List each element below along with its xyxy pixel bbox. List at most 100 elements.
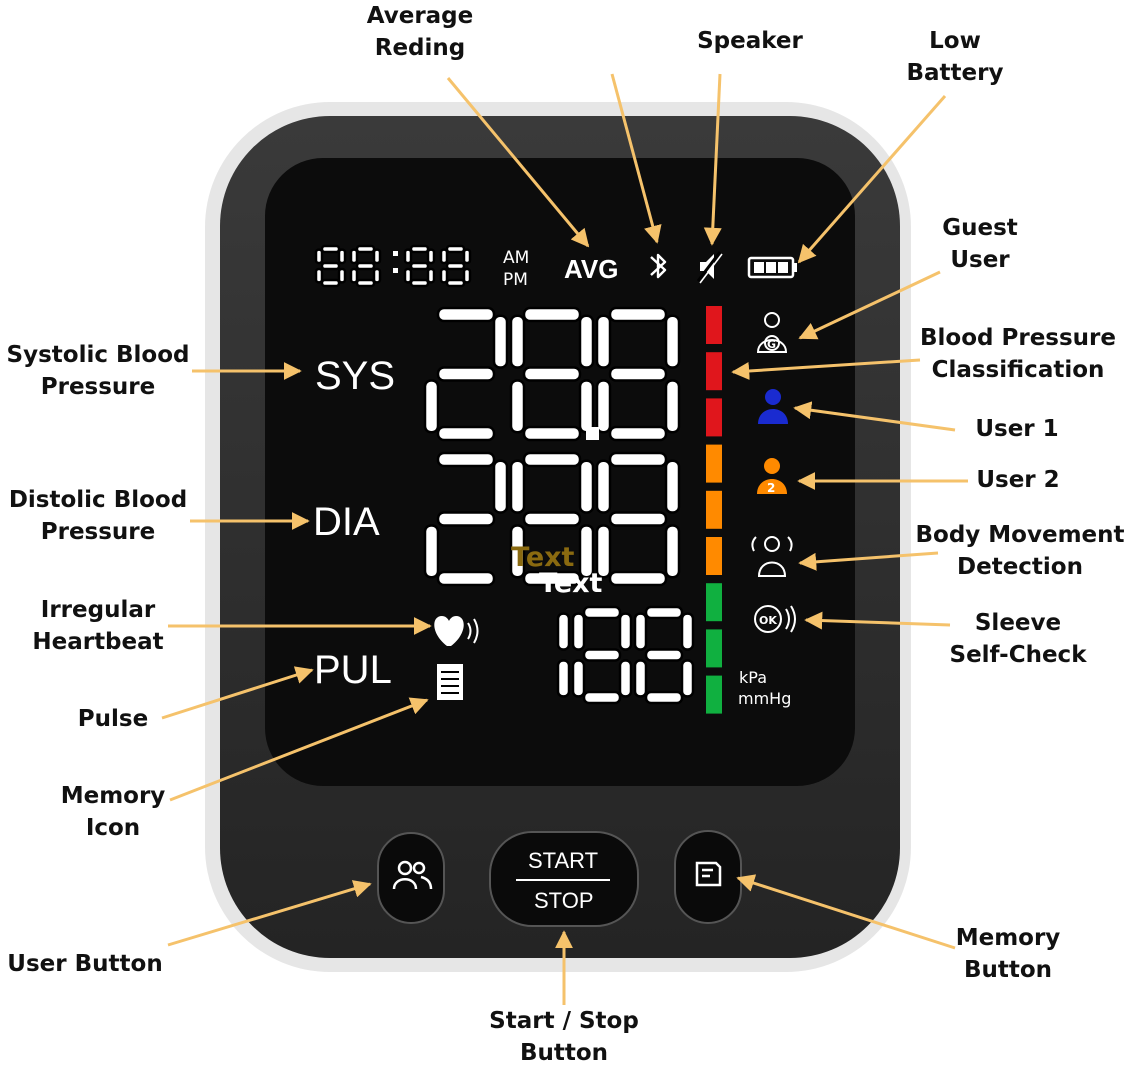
arrow-low-battery: [797, 95, 947, 264]
callout-average-reading-line-1: Average: [366, 3, 474, 29]
classification-segment-5: [706, 490, 722, 529]
segment-b: [664, 314, 681, 369]
heart-icon: [434, 616, 479, 646]
arrow-sleeve-check: [804, 611, 951, 630]
callout-average-reading-line-2: Reding: [374, 35, 466, 61]
am-label: AM: [503, 248, 529, 268]
callout-user-2: User 2: [976, 464, 1059, 496]
avg-label: AVG: [564, 254, 618, 284]
svg-text:2: 2: [767, 481, 775, 495]
segment-a: [320, 244, 341, 254]
arrow-bluetooth: [610, 73, 662, 244]
memory-button[interactable]: [674, 830, 742, 924]
segment-a: [608, 451, 668, 468]
user-1-icon: [758, 389, 788, 424]
segment-g: [445, 261, 466, 271]
callout-bp-classification-line-1: Blood Pressure: [920, 325, 1116, 351]
arrow-average-reading: [446, 77, 590, 248]
segment-b: [680, 612, 695, 651]
callout-low-battery-line-2: Battery: [906, 60, 1004, 86]
segment-d: [608, 570, 668, 587]
segment-f: [633, 612, 648, 651]
arrow-speaker: [703, 73, 722, 246]
callout-sleeve-check: Sleeve Self-Check: [950, 607, 1087, 671]
callout-sleeve-check-line-2: Self-Check: [949, 642, 1087, 668]
clock-digit-3: [403, 244, 436, 288]
segment-b: [492, 314, 509, 369]
segment-a: [436, 451, 496, 468]
segment-g: [608, 511, 668, 527]
segment-g: [644, 648, 684, 662]
segment-a: [409, 244, 430, 254]
segment-c: [664, 524, 681, 579]
bluetooth-icon: [650, 253, 667, 279]
callout-body-movement-line-2: Detection: [957, 554, 1083, 580]
segment-f: [509, 459, 526, 514]
segment-b: [578, 314, 595, 369]
segment-c: [680, 659, 695, 698]
overlay-text-back: Text: [511, 542, 575, 573]
segment-e: [439, 267, 449, 284]
sys-digit-2: [509, 306, 595, 442]
callout-memory-icon-line-2: Icon: [85, 815, 141, 841]
classification-segment-7: [706, 583, 722, 622]
segment-b: [664, 459, 681, 514]
segment-b: [578, 459, 595, 514]
battery-icon: [747, 256, 797, 279]
segment-d: [436, 570, 496, 587]
classification-segment-2: [706, 352, 722, 391]
overlay-text-front: Text: [539, 568, 603, 599]
segment-a: [522, 451, 582, 468]
segment-d: [582, 690, 622, 705]
segment-f: [314, 248, 324, 265]
svg-text:G: G: [767, 338, 776, 351]
start-stop-button[interactable]: START STOP: [489, 831, 639, 927]
clock-colon-top: [393, 251, 398, 256]
segment-g: [522, 511, 582, 527]
callout-diastolic-line-1: Distolic Blood: [8, 487, 188, 513]
sys-digit-3: [595, 306, 681, 442]
segment-g: [522, 366, 582, 382]
callout-low-battery: Low Battery: [907, 25, 1004, 89]
segment-a: [582, 605, 622, 620]
segment-e: [349, 267, 359, 284]
start-label: START: [528, 848, 598, 873]
callout-average-reading: Average Reding: [367, 0, 474, 64]
segment-e: [423, 379, 440, 434]
user-button[interactable]: [377, 832, 445, 924]
callout-bp-classification: Blood Pressure Classification: [920, 322, 1116, 386]
callout-irregular-heartbeat: Irregular Heartbeat: [32, 594, 163, 658]
body-movement-icon: [751, 536, 793, 577]
callout-memory-button-line-2: Button: [963, 957, 1053, 983]
segment-a: [644, 605, 684, 620]
segment-d: [522, 570, 582, 587]
clock-display: [314, 244, 472, 288]
callout-body-movement-line-1: Body Movement: [915, 522, 1125, 548]
segment-g: [582, 648, 622, 662]
unit-mmhg: mmHg: [738, 689, 791, 708]
segment-b: [492, 459, 509, 514]
segment-c: [578, 524, 595, 579]
segment-b: [426, 248, 436, 265]
dia-digit-3: [595, 451, 681, 587]
segment-b: [372, 248, 382, 265]
segment-c: [462, 267, 472, 284]
segment-a: [522, 306, 582, 323]
segment-f: [509, 314, 526, 369]
callout-user-2-line-1: User 2: [976, 467, 1060, 493]
segment-f: [349, 248, 359, 265]
clock-digit-2: [349, 244, 382, 288]
callout-diastolic: Distolic Blood Pressure: [9, 484, 187, 548]
callout-pulse: Pulse: [78, 703, 148, 735]
callout-systolic-line-2: Pressure: [40, 374, 156, 400]
callout-start-stop-button-line-2: Button: [519, 1040, 609, 1066]
clock-digit-4: [439, 244, 472, 288]
arrow-user-1: [793, 401, 956, 432]
dia-digit-2: [509, 451, 595, 587]
classification-segment-4: [706, 444, 722, 483]
segment-b: [462, 248, 472, 265]
user-2-icon: 2: [757, 458, 787, 495]
arrow-guest-user: [798, 270, 941, 340]
callout-memory-button-line-1: Memory: [955, 925, 1061, 951]
